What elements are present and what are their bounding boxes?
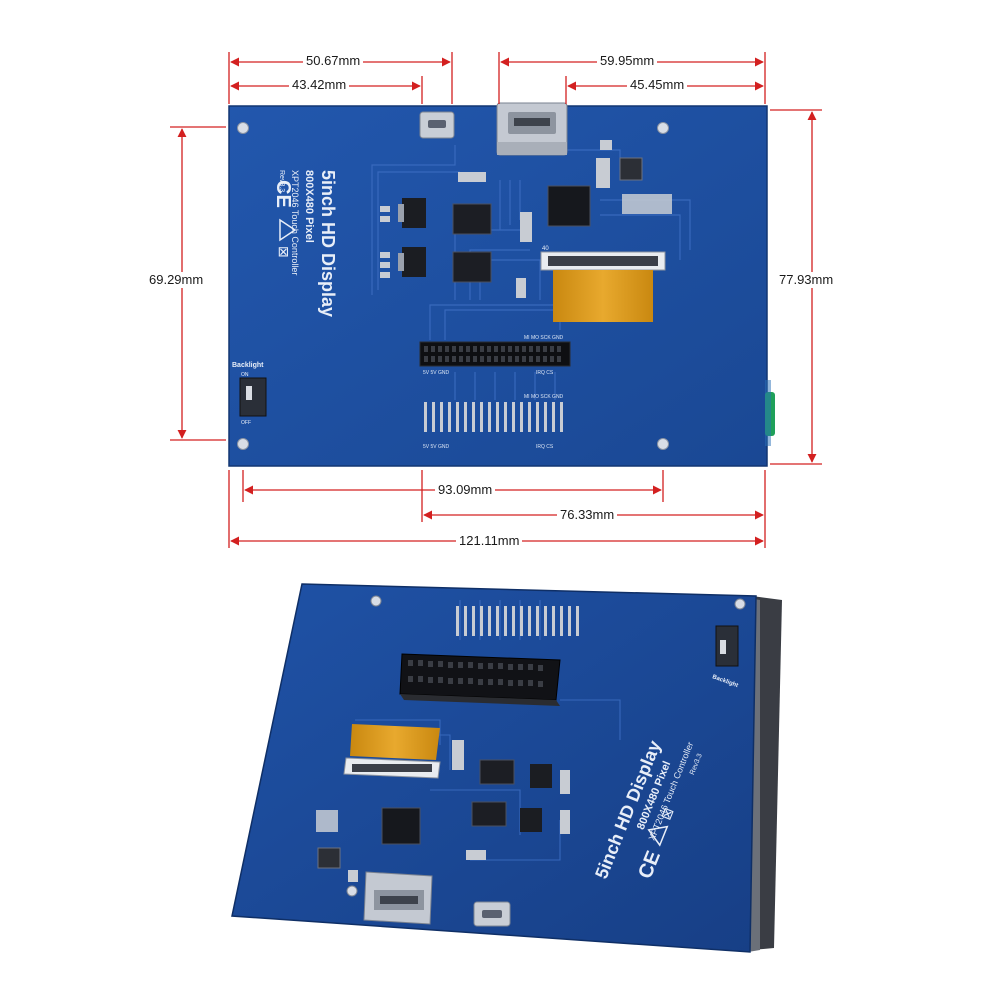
gpio-header-top: MI MO SCK GND [419, 335, 571, 450]
dim-label-right-height: 77.93mm [776, 272, 837, 288]
micro-usb-port-top [419, 111, 455, 139]
hdmi-port-top [496, 102, 568, 156]
footprint-top-pins-label: MI MO SCK GND [524, 394, 564, 400]
dim-label-bottom-total-width: 121.11mm [456, 533, 523, 549]
gpio-header-perspective [399, 653, 561, 706]
dim-label-top-left-inner: 43.42mm [289, 77, 350, 93]
dim-label-left-height: 69.29mm [146, 272, 207, 288]
fpc-pin-label: 40 [542, 246, 549, 252]
footprint-bottom-right-label: IRQ CS [536, 444, 554, 450]
ic-chips-perspective [316, 740, 570, 882]
header-top-pins-label: MI MO SCK GND [524, 335, 564, 341]
board-revision-text: Rev3.3 [278, 170, 285, 192]
svg-text:⊠: ⊠ [276, 246, 292, 258]
board-controller-text: XPT2046 Touch Controller [290, 170, 300, 275]
board-title-group-top: 5inch HD Display 800X480 Pixel XPT2046 T… [278, 170, 338, 317]
perspective-board-view: Backlight 5inch HD Display 800X480 Pixel… [231, 583, 782, 953]
certification-marks-top: CE ⊠ [272, 180, 297, 258]
pin-footprint-perspective [456, 606, 579, 636]
power-regulators-top [380, 198, 426, 278]
dim-label-top-left-outer: 50.67mm [303, 53, 364, 69]
svg-text:⊠: ⊠ [657, 805, 676, 822]
switch-off-label-top: OFF [241, 420, 251, 426]
top-board-view: CE ⊠ 5inch HD Display 800X480 Pixel XPT2… [228, 102, 775, 467]
fpc-connector-top: 40 [540, 246, 666, 322]
board-resolution-text: 800X480 Pixel [303, 170, 315, 243]
footprint-bottom-left-label: 5V 5V GND [423, 444, 450, 450]
backlight-switch-top: Backlight ON OFF [232, 362, 267, 426]
svg-text:CE: CE [272, 180, 294, 208]
header-bottom-left-label: 5V 5V GND [423, 370, 450, 376]
dim-label-top-right-inner: 45.45mm [627, 77, 688, 93]
switch-on-label-top: ON [241, 372, 249, 378]
backlight-label-top: Backlight [232, 362, 264, 369]
mounting-holes-perspective [346, 595, 746, 897]
header-bottom-right-label: IRQ CS [536, 370, 554, 376]
mounting-holes-top [237, 122, 669, 450]
dim-label-bottom-right-span: 76.33mm [557, 507, 618, 523]
hdmi-port-perspective [363, 871, 433, 925]
ic-chips-top [452, 140, 672, 298]
dim-label-top-right-outer: 59.95mm [597, 53, 658, 69]
dim-label-bottom-hole-span: 93.09mm [435, 482, 496, 498]
board-title-text: 5inch HD Display [318, 170, 338, 317]
fpc-connector-perspective [343, 724, 441, 779]
micro-usb-port-perspective [473, 901, 511, 927]
